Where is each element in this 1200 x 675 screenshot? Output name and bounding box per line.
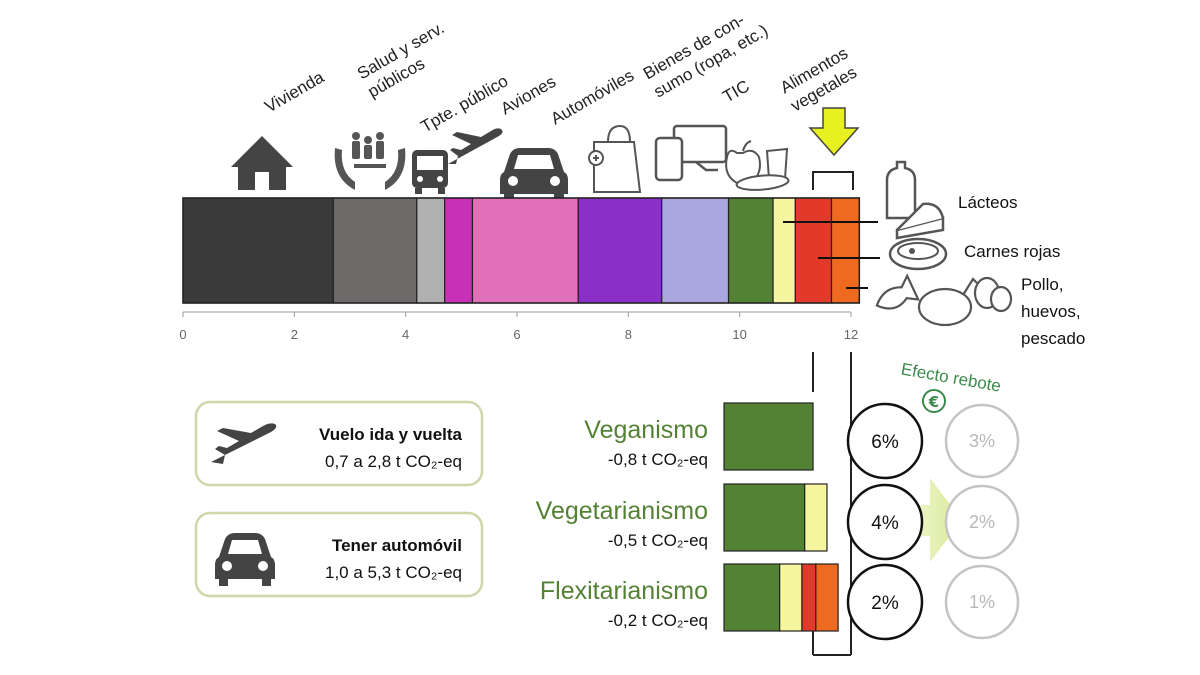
bar-segment [416,197,446,304]
highlight-bracket [812,171,854,190]
airplane-icon [448,128,503,164]
red-meat-icon [888,237,948,271]
bar-segment [182,197,334,304]
bar-segment [444,197,474,304]
bar-segment [661,197,730,304]
rebound-arrow [898,478,962,562]
main-stacked-bar [182,197,861,304]
x-tick-label: 10 [732,327,746,342]
category-label-line: Vivienda [262,67,328,116]
dairy-icon [885,160,945,240]
bar-segment [794,197,833,304]
diet-bar-segment [779,563,803,632]
diet-row: Vegetarianismo -0,5 t CO₂-eq 4% 2% [536,483,1020,561]
diet-name: Veganismo [584,416,708,444]
bus-icon [412,150,448,194]
rebound-percent-label: 3% [969,431,995,451]
svg-text:€: € [928,393,939,411]
side-label-text: huevos, [1021,302,1081,321]
percent-label: 4% [871,513,899,534]
diet-bar-segment [815,563,839,632]
percent-circle [846,483,924,561]
car-icon [500,148,568,200]
rebound-circle [944,484,1020,560]
category-label-line: Tpte. público [418,71,512,136]
category-label: Vivienda [262,67,328,116]
rebound-percent-label: 2% [969,512,995,532]
bar-segment [727,197,774,304]
diet-row: Veganismo -0,8 t CO₂-eq 6% 3% [584,402,1020,480]
category-label-line: TIC [720,76,753,106]
rebound-percent-label: 1% [969,592,995,612]
bar-segment [332,197,418,304]
x-tick-label: 6 [513,327,520,342]
diet-value: -0,5 t CO₂-eq [608,531,708,550]
vegetables-icon [725,140,790,191]
comparison-value: 1,0 a 5,3 t CO₂-eq [325,563,462,582]
percent-circle [846,563,924,641]
side-label-text: Pollo, [1021,275,1064,294]
x-tick-label: 12 [844,327,858,342]
percent-circle [846,402,924,480]
comparison-title: Vuelo ida y vuelta [319,425,463,444]
side-label-text: Carnes rojas [964,242,1060,261]
rebound-title: Efecto rebote [900,359,1003,395]
bar-segment [830,197,860,304]
x-tick-label: 8 [625,327,632,342]
diet-name: Flexitarianismo [540,577,708,605]
category-label: Salud y serv.públicos [354,18,448,101]
side-label-text: pescado [1021,329,1085,348]
percent-label: 2% [871,593,899,614]
house-icon [231,136,293,190]
euro-coin-icon: € [922,389,946,413]
diet-value: -0,8 t CO₂-eq [608,450,708,469]
comparison-box: Vuelo ida y vuelta 0,7 a 2,8 t CO₂-eq [194,400,484,487]
side-label-text: Lácteos [958,193,1018,212]
shopping-bag-icon [588,124,642,193]
fish-chicken-eggs-icon [875,273,1013,327]
diet-bar-segment [723,402,814,471]
car-icon [215,533,275,586]
x-tick-label: 0 [179,327,186,342]
category-label-line: Automóviles [548,66,638,129]
bar-segment [471,197,579,304]
rebound-circle [944,403,1020,479]
category-label: Automóviles [548,66,638,129]
rebound-circle [944,564,1020,640]
category-label: Bienes de con-sumo (ropa, etc.) [640,10,771,101]
diet-row: Flexitarianismo -0,2 t CO₂-eq 2% 1% [540,563,1020,641]
bar-segment [772,197,796,304]
comparison-box: Tener automóvil 1,0 a 5,3 t CO₂-eq [194,511,484,598]
diet-bar-segment [804,483,828,552]
diet-bar-segment [801,563,817,632]
percent-label: 6% [871,432,899,453]
comparison-title: Tener automóvil [332,536,462,555]
bar-segment [577,197,663,304]
diet-bar-segment [723,563,781,632]
category-label: TIC [720,76,753,106]
comparison-value: 0,7 a 2,8 t CO₂-eq [325,452,462,471]
airplane-icon [211,423,277,464]
bar-outline [182,197,861,304]
diet-bar-segment [723,483,806,552]
family-hands-icon [334,132,406,190]
x-tick-label: 2 [291,327,298,342]
x-axis: 0 2 4 6 8 10 12 [179,311,858,342]
rebound-title-text: Efecto rebote [900,359,1003,395]
category-label: Tpte. público [418,71,512,136]
diet-name: Vegetarianismo [536,497,708,525]
diet-value: -0,2 t CO₂-eq [608,611,708,630]
x-tick-label: 4 [402,327,409,342]
devices-icon [654,124,728,182]
down-arrow-icon [808,107,860,157]
